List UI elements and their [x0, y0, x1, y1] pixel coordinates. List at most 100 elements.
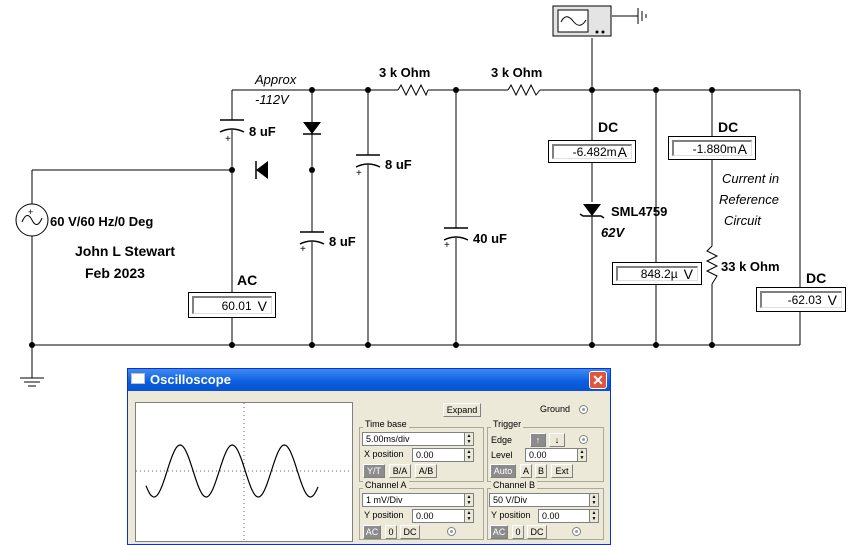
ac-voltmeter-value: 60.01	[221, 298, 252, 313]
zener-part-label: SML4759	[611, 204, 667, 219]
channel-b-ypos-value: 0.00	[542, 511, 560, 521]
cap-top-polarity: +	[225, 134, 231, 145]
dc-meter-1-mode: DC	[598, 119, 618, 135]
oscilloscope-instrument-icon[interactable]	[552, 5, 612, 37]
diode-vertical-icon[interactable]	[303, 122, 321, 135]
cap-mid-label: 8 uF	[385, 157, 412, 172]
dc-meter-3-mode: DC	[806, 270, 826, 286]
trigger-ext-terminal[interactable]	[579, 435, 588, 444]
diode-horizontal-icon[interactable]	[255, 161, 268, 179]
oscilloscope-window: Oscilloscope ✕ Expand Ground Time base 5…	[127, 368, 611, 545]
channel-b-ypos-label: Y position	[491, 510, 531, 520]
ground-terminal[interactable]	[579, 405, 588, 414]
edge-rising-button[interactable]: ↑	[530, 433, 546, 447]
timebase-group	[359, 427, 484, 482]
capacitor-mid-icon[interactable]	[355, 154, 381, 168]
mode-yt-button[interactable]: Y/T	[363, 464, 385, 478]
spin-icon[interactable]: ▲▼	[464, 493, 474, 507]
xpos-label: X position	[364, 449, 404, 459]
channel-b-terminal[interactable]	[572, 527, 581, 536]
channel-b-zero-button[interactable]: 0	[512, 525, 524, 539]
spin-icon[interactable]: ▲▼	[464, 448, 474, 462]
channel-b-scale-field[interactable]: 50 V/Div ▲▼	[489, 493, 599, 507]
approx-label: Approx	[254, 72, 297, 87]
spin-icon[interactable]: ▲▼	[464, 509, 474, 523]
resistor-2-label: 3 k Ohm	[491, 65, 542, 80]
channel-b-dc-button[interactable]: DC	[527, 525, 547, 539]
timebase-scale-value: 5.00ms/div	[366, 434, 410, 444]
channel-b-scale-value: 50 V/Div	[493, 495, 528, 505]
channel-a-ypos-label: Y position	[364, 510, 404, 520]
channel-a-ac-button[interactable]: AC	[363, 525, 381, 539]
author-label: John L Stewart	[75, 243, 175, 259]
ac-source-icon[interactable]: +	[15, 203, 49, 237]
ac-voltmeter-unit: V	[257, 297, 267, 314]
mode-ba-button[interactable]: B/A	[389, 464, 411, 478]
window-title: Oscilloscope	[150, 372, 231, 387]
zener-voltage-label: 62V	[601, 225, 625, 240]
channel-a-terminal[interactable]	[447, 527, 456, 536]
capacitor-bottom-icon[interactable]	[299, 231, 325, 245]
channel-a-ypos-field[interactable]: 0.00▲▼	[412, 509, 474, 523]
junction-dots	[29, 87, 715, 348]
channel-b-ac-button[interactable]: AC	[490, 525, 508, 539]
resistor-1-icon[interactable]	[397, 83, 429, 97]
reference-note-line-1: Current in	[722, 171, 779, 186]
ac-voltmeter[interactable]: 60.01 V	[188, 292, 276, 318]
capacitor-large-icon[interactable]	[443, 227, 469, 241]
reference-note-line-2: Reference	[719, 192, 779, 207]
expand-button[interactable]: Expand	[443, 403, 481, 417]
dc-ammeter-1-value: -6.482m	[572, 145, 617, 159]
approx-value: -112V	[255, 92, 290, 107]
spin-icon[interactable]: ▲▼	[577, 448, 587, 462]
timebase-scale-field[interactable]: 5.00ms/div ▲▼	[362, 432, 474, 446]
spin-icon[interactable]: ▲▼	[589, 493, 599, 507]
channel-a-label: Channel A	[363, 480, 409, 490]
edge-falling-button[interactable]: ↓	[549, 433, 565, 447]
ac-voltmeter-display: 60.01 V	[192, 296, 272, 314]
close-button[interactable]: ✕	[589, 371, 607, 389]
reference-note-line-3: Circuit	[724, 213, 762, 228]
zener-voltmeter-unit: V	[683, 266, 693, 282]
scope-grid	[136, 403, 352, 541]
oscilloscope-titlebar[interactable]: Oscilloscope	[128, 369, 610, 391]
spin-icon[interactable]: ▲▼	[589, 509, 599, 523]
channel-a-dc-button[interactable]: DC	[400, 525, 420, 539]
capacitor-top-icon[interactable]	[219, 119, 245, 133]
mode-ab-button[interactable]: A/B	[415, 464, 437, 478]
cap-bottom-polarity: +	[300, 244, 306, 255]
dc-ammeter-2-value: -1.880m	[692, 141, 737, 156]
trigger-auto-button[interactable]: Auto	[490, 464, 516, 478]
channel-a-trace	[145, 444, 319, 498]
resistor-2-icon[interactable]	[507, 83, 541, 97]
level-value: 0.00	[529, 450, 547, 460]
channel-a-zero-button[interactable]: 0	[385, 525, 397, 539]
trigger-b-button[interactable]: B	[535, 464, 547, 478]
channel-b-ypos-field[interactable]: 0.00 ▲▼	[538, 509, 599, 523]
cap-mid-polarity: +	[356, 168, 362, 179]
zener-diode-icon[interactable]	[579, 204, 605, 219]
channel-a-scale-field[interactable]: 1 mV/Div▲▼	[362, 493, 474, 507]
xpos-field[interactable]: 0.00▲▼	[412, 448, 474, 462]
cap-large-label: 40 uF	[473, 231, 507, 246]
dc-voltmeter-value: -62.03	[787, 293, 822, 307]
dc-ammeter-2-unit: A	[737, 140, 747, 157]
level-field[interactable]: 0.00 ▲▼	[525, 448, 587, 462]
timebase-label: Time base	[363, 419, 409, 429]
edge-label: Edge	[491, 435, 513, 445]
trigger-a-button[interactable]: A	[520, 464, 532, 478]
level-label: Level	[491, 450, 513, 460]
resistor-3-icon[interactable]	[705, 245, 719, 285]
spin-icon[interactable]: ▲▼	[464, 432, 474, 446]
trigger-group	[487, 427, 604, 482]
window-icon	[131, 373, 145, 384]
cap-large-polarity: +	[444, 240, 450, 251]
trigger-ext-button[interactable]: Ext	[551, 464, 573, 478]
